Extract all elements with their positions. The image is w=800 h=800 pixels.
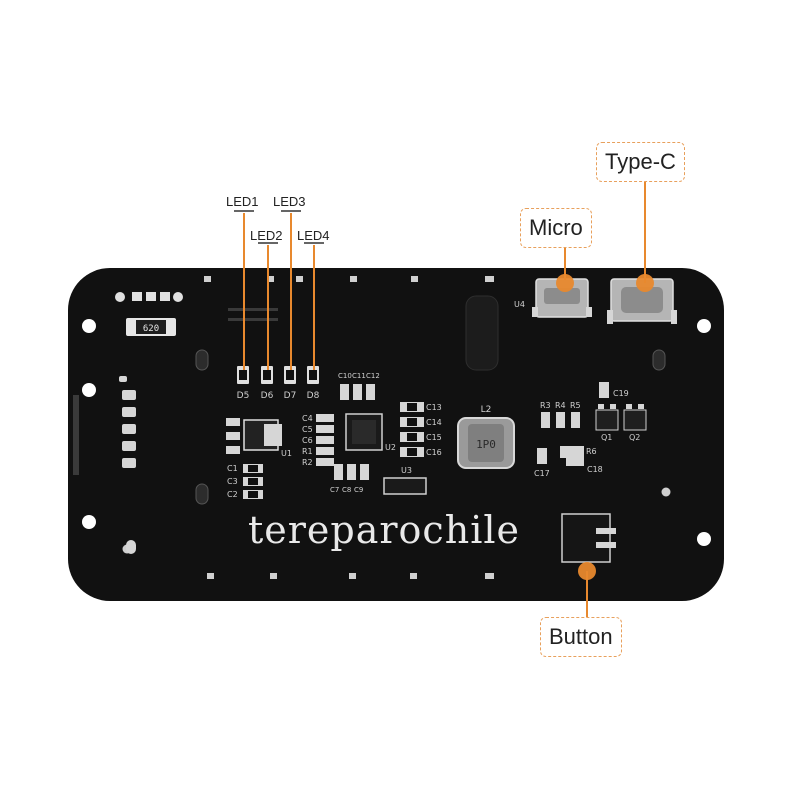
silk-c7: C7	[330, 486, 339, 494]
silk-c2: C2	[227, 490, 238, 499]
led-diodes	[237, 366, 319, 384]
micro-usb-port	[532, 278, 592, 318]
silk-d6: D6	[261, 391, 274, 401]
silk-r1: R1	[302, 447, 313, 456]
silk-d5: D5	[237, 391, 250, 401]
pcb-board	[68, 268, 724, 601]
led1-label: LED1	[226, 194, 259, 209]
silk-c13: C13	[426, 403, 442, 412]
silk-c3: C3	[227, 477, 238, 486]
silk-u1: U1	[281, 449, 292, 458]
silk-r4: R4	[555, 401, 566, 410]
silk-r5: R5	[570, 401, 581, 410]
bottom-left-pad	[126, 540, 136, 554]
via	[661, 487, 671, 497]
button-callout: Button	[540, 617, 622, 657]
silk-c10: C10	[338, 372, 352, 380]
type-c-callout: Type-C	[596, 142, 685, 182]
mounting-hole	[697, 319, 711, 333]
edge-pads-top	[204, 276, 494, 282]
caps-top-row	[340, 384, 375, 400]
silk-c14: C14	[426, 418, 442, 427]
silk-c18: C18	[587, 465, 603, 474]
resistor-code: 620	[143, 324, 159, 334]
silk-r6: R6	[586, 447, 597, 456]
silk-c8: C8	[342, 486, 351, 494]
silk-d7: D7	[284, 391, 297, 401]
silk-q2: Q2	[629, 433, 640, 442]
silk-u3: U3	[401, 466, 412, 475]
u1-regulator	[226, 418, 282, 454]
silk-c12: C12	[366, 372, 380, 380]
resistors-r3-r5	[541, 412, 580, 428]
leader-lines	[243, 180, 646, 617]
mounting-hole	[697, 532, 711, 546]
transistors	[595, 382, 647, 431]
u2-microcontroller	[345, 413, 383, 451]
edge-connector	[73, 395, 79, 475]
caps-c17-c18	[537, 446, 584, 466]
led2-label: LED2	[250, 228, 283, 243]
mounting-hole	[82, 319, 96, 333]
silk-d8: D8	[307, 391, 320, 401]
silk-r2: R2	[302, 458, 313, 467]
inductor-code: 1P0	[476, 438, 496, 451]
inductor-l2	[457, 417, 515, 469]
caps-left-column	[316, 414, 334, 466]
silk-r3: R3	[540, 401, 551, 410]
oval-slots	[195, 349, 666, 505]
silk-u2: U2	[385, 443, 396, 452]
watermark-text: tereparochile	[248, 508, 520, 552]
indicator-dots	[556, 274, 654, 580]
tactile-button	[561, 513, 616, 563]
connector-pads-top-left	[115, 292, 183, 302]
silk-c17: C17	[534, 469, 550, 478]
silk-c11: C11	[352, 372, 366, 380]
silk-q1: Q1	[601, 433, 612, 442]
u3-chip	[383, 477, 427, 495]
silk-c6: C6	[302, 436, 313, 445]
silk-c9: C9	[354, 486, 363, 494]
led4-label: LED4	[297, 228, 330, 243]
silk-u4: U4	[514, 300, 525, 309]
mounting-hole	[82, 515, 96, 529]
micro-callout: Micro	[520, 208, 592, 248]
mounting-hole	[82, 383, 96, 397]
left-side-pads	[119, 376, 136, 468]
edge-pads-bottom	[207, 573, 494, 579]
caps-bottom-row	[334, 464, 369, 480]
silk-l2: L2	[481, 405, 492, 415]
silk-c4: C4	[302, 414, 313, 423]
silk-c15: C15	[426, 433, 442, 442]
led-label-bars	[234, 210, 324, 244]
caps-u1	[243, 464, 263, 499]
silk-c16: C16	[426, 448, 442, 457]
caps-right-column	[400, 402, 424, 457]
led3-label: LED3	[273, 194, 306, 209]
trace-dots	[228, 295, 499, 371]
silk-c1: C1	[227, 464, 238, 473]
silk-c19: C19	[613, 389, 629, 398]
silk-c5: C5	[302, 425, 313, 434]
